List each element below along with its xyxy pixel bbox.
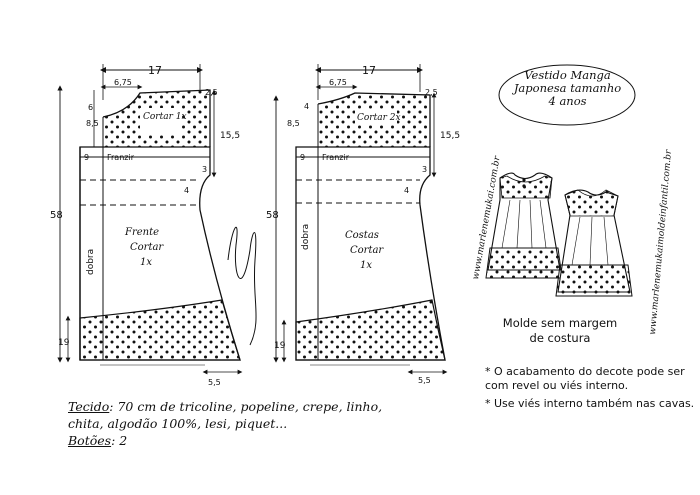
dress-front-illustration (485, 172, 563, 279)
front-hem-band (79, 299, 241, 361)
title-line-1: Vestido Manga (524, 68, 611, 82)
back-side-1: 3 (422, 165, 427, 174)
back-body-label-2: Cortar (350, 245, 384, 256)
front-armhole-depth: 15,5 (220, 131, 240, 141)
finishing-notes: * O acabamento do decote pode ser com re… (485, 365, 695, 415)
watermark-2: www.marlenemukaimoldeinfantil.com.br (648, 149, 674, 336)
fabric-line-1: : 70 cm de tricoline, popeline, crepe, l… (109, 399, 383, 414)
buttons-value: : 2 (111, 433, 128, 448)
buttons-label: Botões (68, 433, 112, 448)
note-1: * O acabamento do decote pode ser com re… (485, 365, 685, 392)
title-line-3: 4 anos (548, 94, 587, 108)
title-line-2: Japonesa tamanho (513, 81, 622, 95)
seam-allowance-note: Molde sem margem de costura (495, 316, 625, 346)
front-total-length: 58 (50, 210, 63, 221)
front-body-label-3: 1x (140, 257, 152, 268)
front-piece: 17 6,75 2,5 Cortar 1x 9 Franzir 3 4 Fren… (50, 64, 243, 387)
back-neck-depth-1: 4 (304, 102, 309, 111)
front-body-label-2: Cortar (130, 242, 164, 253)
front-fold-label: dobra (86, 249, 96, 275)
fabric-label: Tecido (68, 399, 110, 414)
molde-line-1: Molde sem margem (502, 316, 618, 330)
front-hem-flare: 5,5 (208, 378, 221, 387)
front-shoulder-drop: 2,5 (205, 88, 218, 97)
back-outline (295, 146, 446, 361)
back-fold-label: dobra (301, 224, 311, 250)
front-neck-depth-2: 8,5 (86, 119, 99, 128)
front-body-label-1: Frente (124, 227, 159, 238)
front-hem-height: 19 (58, 338, 70, 348)
back-yoke-label: Cortar 2x (357, 113, 401, 123)
dress-back-illustration (555, 189, 633, 297)
back-body-label-3: 1x (360, 260, 372, 271)
back-side-2: 4 (404, 186, 409, 195)
fabric-line-2: chita, algodão 100%, lesi, piquet... (68, 416, 288, 431)
title-oval (498, 64, 636, 126)
back-neck-width: 6,75 (329, 78, 347, 87)
back-gather-label: Franzir (322, 153, 350, 162)
back-total-length: 58 (266, 210, 279, 221)
pattern-title: Vestido Manga Japonesa tamanho 4 anos (500, 69, 635, 108)
back-armhole-depth: 15,5 (440, 131, 460, 141)
front-side-1: 3 (202, 165, 207, 174)
designer-signature (227, 226, 257, 346)
front-neck-width: 6,75 (114, 78, 132, 87)
front-neck-depth-1: 6 (88, 103, 93, 112)
front-gather-amount: 9 (84, 153, 89, 162)
front-side-2: 4 (184, 186, 189, 195)
back-neck-depth-2: 8,5 (287, 119, 300, 128)
note-2: * Use viés interno também nas cavas. (485, 397, 695, 410)
back-hem-flare: 5,5 (418, 376, 431, 385)
front-gather-label: Franzir (107, 153, 135, 162)
back-shoulder-drop: 2,5 (425, 88, 438, 97)
back-hem-height: 19 (274, 341, 286, 351)
back-hem-band (295, 299, 446, 361)
back-piece: 17 6,75 2,5 Cortar 2x 9 Franzir 3 4 Cost… (266, 64, 460, 385)
front-top-width: 17 (148, 64, 162, 77)
fabric-notes: Tecido: 70 cm de tricoline, popeline, cr… (68, 398, 488, 449)
back-gather-amount: 9 (300, 153, 305, 162)
back-top-width: 17 (362, 64, 376, 77)
front-yoke-label: Cortar 1x (143, 112, 187, 122)
molde-line-2: de costura (529, 331, 591, 345)
back-body-label-1: Costas (345, 230, 379, 241)
